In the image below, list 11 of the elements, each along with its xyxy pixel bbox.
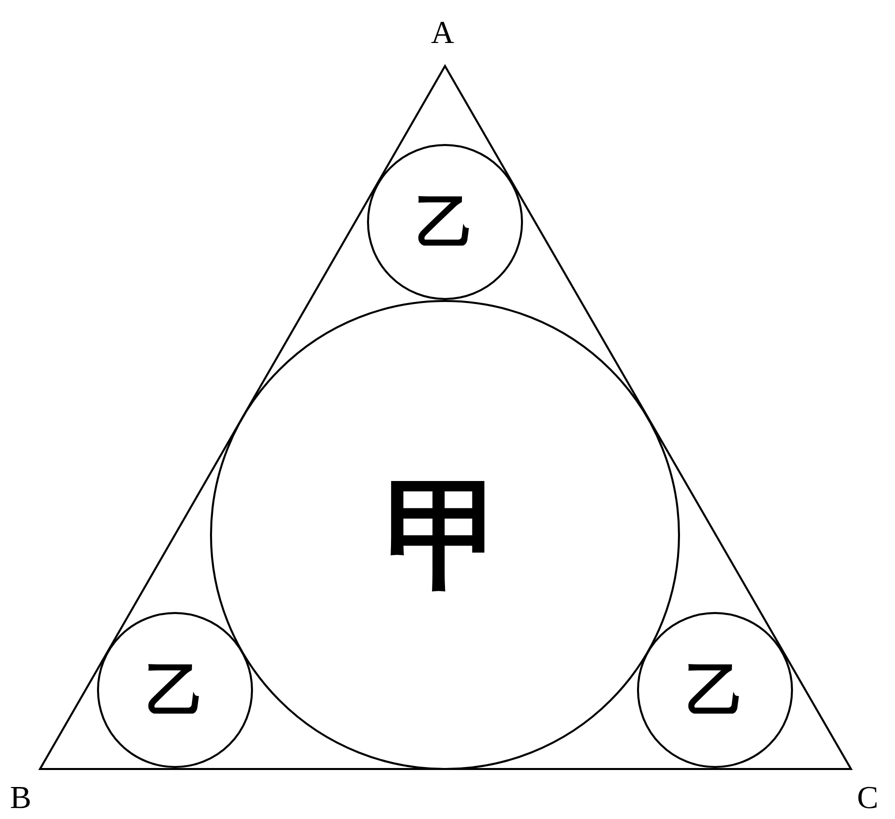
vertex-label: A	[431, 16, 454, 48]
circle-label: 乙	[146, 661, 204, 719]
circle	[210, 300, 680, 770]
circle-label: 乙	[416, 193, 474, 251]
vertex-label: B	[10, 781, 32, 813]
circle	[367, 144, 523, 300]
circle-label: 乙	[686, 661, 744, 719]
vertex-label: C	[857, 781, 878, 813]
circle-label: 甲	[385, 475, 505, 595]
circle	[97, 612, 253, 768]
circle	[637, 612, 793, 768]
